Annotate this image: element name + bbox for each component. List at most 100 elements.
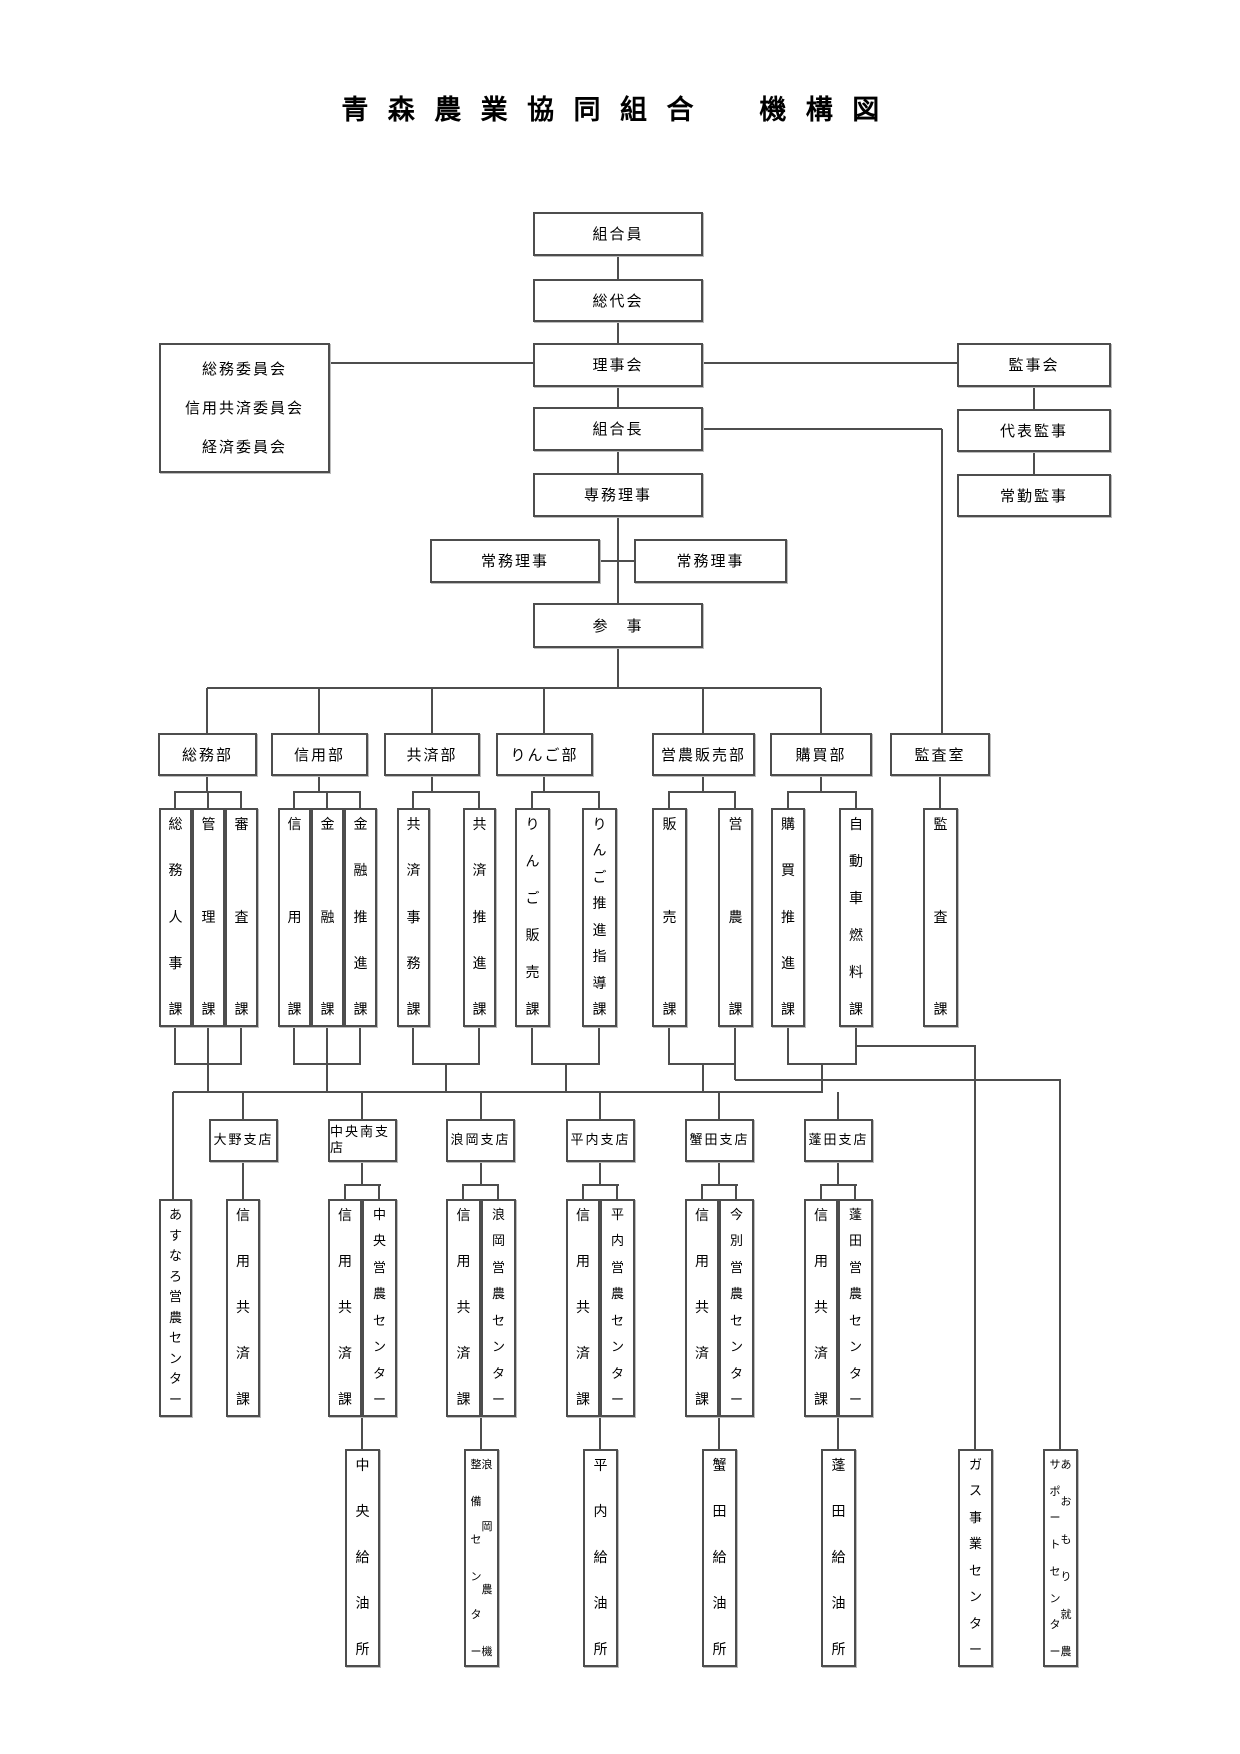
- connector-line: [480, 1417, 482, 1449]
- chuonan-credit-mutual-aid: 信用共済課: [328, 1199, 362, 1417]
- sec-apple-sales-label: りんご販売課: [525, 817, 540, 1018]
- yomogita-credit-mutual-aid: 信用共済課: [804, 1199, 838, 1417]
- sec-sales: 販売課: [652, 808, 687, 1027]
- connector-line: [361, 1417, 363, 1449]
- connector-line: [431, 776, 433, 792]
- connector-line: [617, 451, 619, 473]
- connector-line: [531, 1027, 533, 1064]
- sec-mutual-aid-office: 共済事務課: [397, 808, 430, 1027]
- hiranai-credit-mutual-aid-label: 信用共済課: [576, 1208, 590, 1408]
- connector-line: [617, 648, 619, 688]
- sec-administration-label: 管理課: [201, 817, 216, 1018]
- connector-line: [855, 1045, 976, 1047]
- connector-line: [174, 1027, 176, 1064]
- dept-purchasing: 購買部: [770, 733, 872, 776]
- sec-credit: 信用課: [278, 808, 311, 1027]
- branch-hiranai: 平内支店: [566, 1119, 635, 1162]
- branch-chuonan: 中央南支店: [328, 1119, 397, 1162]
- sec-automobile-fuel-label: 自動車燃料課: [849, 817, 863, 1018]
- yomogita-fuel-station-label: 蓬田給油所: [831, 1458, 846, 1658]
- connector-line: [617, 322, 619, 343]
- hiranai-farming-center-label: 平内営農センター: [610, 1208, 624, 1408]
- connector-line: [531, 791, 600, 793]
- connector-line: [703, 362, 957, 364]
- connector-line: [837, 1162, 839, 1185]
- connector-line: [240, 1027, 242, 1064]
- namioka-machinery-center-label: 整備センター: [470, 1458, 482, 1658]
- connector-line: [173, 1091, 823, 1093]
- chuonan-credit-mutual-aid-label: 信用共済課: [338, 1208, 352, 1408]
- branch-ono: 大野支店: [209, 1119, 278, 1162]
- connector-line: [787, 792, 789, 808]
- hiranai-fuel-station-label: 平内給油所: [593, 1458, 608, 1658]
- connector-line: [735, 1185, 737, 1199]
- managing-director-left: 常務理事: [430, 539, 600, 583]
- sec-farming-label: 営農課: [728, 817, 743, 1018]
- sec-sales-label: 販売課: [662, 817, 677, 1018]
- chuo-fuel-station-label: 中央給油所: [355, 1458, 370, 1658]
- connector-line: [668, 792, 670, 808]
- managing-director-right: 常務理事: [634, 539, 787, 583]
- connector-line: [478, 792, 480, 808]
- connector-line: [206, 688, 208, 733]
- sec-mutual-aid-promotion-label: 共済推進課: [472, 817, 487, 1018]
- sec-purchasing-promotion-label: 購買推進課: [781, 817, 795, 1018]
- sec-purchasing-promotion: 購買推進課: [771, 808, 805, 1027]
- sec-general-affairs-personnel: 総務人事課: [159, 808, 192, 1027]
- connector-line: [837, 1092, 839, 1119]
- connector-line: [318, 688, 320, 733]
- kanita-credit-mutual-aid-label: 信用共済課: [695, 1208, 709, 1408]
- connector-line: [478, 1027, 480, 1064]
- connector-line: [242, 1162, 244, 1199]
- connector-line: [599, 1162, 601, 1185]
- sec-finance: 金融課: [311, 808, 344, 1027]
- branch-namioka: 浪岡支店: [446, 1119, 515, 1162]
- aomori-farming-support-center: あおもり就農サポートセンター: [1043, 1449, 1078, 1667]
- president: 組合長: [533, 407, 703, 451]
- sec-automobile-fuel: 自動車燃料課: [839, 808, 873, 1027]
- connector-line: [854, 1185, 856, 1199]
- connector-line: [318, 776, 320, 792]
- connector-line: [787, 791, 857, 793]
- connector-line: [172, 1092, 174, 1199]
- connector-line: [543, 688, 545, 733]
- connector-line: [293, 792, 295, 808]
- ono-credit-mutual-aid-label: 信用共済課: [236, 1208, 250, 1408]
- connector-line: [734, 792, 736, 808]
- sec-examination-label: 審査課: [234, 817, 249, 1018]
- connector-line: [1033, 452, 1035, 474]
- committees-line: 総務委員会: [201, 359, 287, 378]
- representative-auditor: 代表監事: [957, 409, 1111, 452]
- connector-line: [174, 792, 176, 808]
- connector-line: [820, 776, 822, 792]
- namioka-machinery-center-label: 浪岡農機: [481, 1458, 493, 1658]
- connector-line: [820, 1184, 857, 1186]
- hiranai-credit-mutual-aid: 信用共済課: [566, 1199, 600, 1417]
- connector-line: [616, 1185, 618, 1199]
- connector-line: [668, 791, 736, 793]
- yomogita-credit-mutual-aid-label: 信用共済課: [814, 1208, 828, 1408]
- connector-line: [787, 1027, 789, 1064]
- chuo-farming-center: 中央営農センター: [362, 1199, 397, 1417]
- connector-line: [718, 1417, 720, 1449]
- connector-line: [207, 792, 209, 808]
- connector-line: [344, 1184, 381, 1186]
- connector-line: [703, 428, 942, 430]
- asunaro-farming-center: あすなろ営農センター: [159, 1199, 192, 1417]
- connector-line: [330, 362, 533, 364]
- connector-line: [240, 792, 242, 808]
- sec-apple-sales: りんご販売課: [515, 808, 550, 1027]
- connector-line: [598, 792, 600, 808]
- sec-finance-label: 金融課: [320, 817, 335, 1018]
- connector-line: [207, 687, 821, 689]
- committees-line: 信用共済委員会: [184, 398, 304, 417]
- connector-line: [599, 1092, 601, 1119]
- connector-line: [617, 256, 619, 279]
- general-assembly: 総代会: [533, 279, 703, 322]
- connector-line: [701, 1185, 703, 1199]
- connector-line: [462, 1185, 464, 1199]
- connector-line: [617, 387, 619, 407]
- sec-finance-promotion: 金融推進課: [344, 808, 377, 1027]
- counselor: 参 事: [533, 603, 703, 648]
